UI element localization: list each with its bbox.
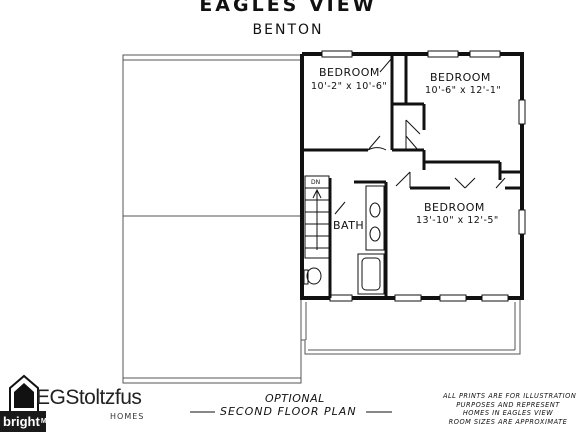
stair-label: DN (311, 179, 321, 186)
room-name-bath: BATH (333, 219, 365, 232)
disclaimer-line: HOMES IN EAGLES VIEW (462, 409, 554, 417)
windows (321, 50, 526, 302)
optional-label: OPTIONAL (265, 392, 325, 405)
builder-brand-sub: HOMES (110, 412, 145, 421)
disclaimer-line: ROOM SIZES ARE APPROXIMATE (448, 417, 568, 426)
room-dims-bedroom-2: 10'-6" x 12'-1" (425, 85, 502, 96)
bright-badge-sub: MLS (40, 418, 56, 425)
door-swings (334, 57, 506, 215)
bright-badge-label: bright (3, 414, 40, 429)
plan-subtitle: BENTON (252, 22, 324, 38)
builder-brand-name: EGStoltzfus (36, 386, 142, 409)
plan-title: EAGLES VIEW (199, 0, 377, 16)
room-name-bedroom-1: BEDROOM (319, 66, 380, 79)
plan-name-label: SECOND FLOOR PLAN (220, 405, 357, 418)
stairs (304, 175, 330, 259)
room-dims-bedroom-3: 13'-10" x 12'-5" (416, 215, 499, 226)
bath-fixtures (303, 185, 385, 295)
disclaimer-line: ALL PRINTS ARE FOR ILLUSTRATION (443, 392, 576, 400)
room-dims-bedroom-1: 10'-2" x 10'-6" (311, 81, 388, 92)
builder-logo-mark (9, 374, 39, 413)
room-name-bedroom-3: BEDROOM (424, 201, 485, 214)
disclaimer-line: PURPOSES AND REPRESENT (456, 400, 560, 409)
bright-mls-badge: brightMLS (0, 411, 56, 432)
disclaimer-text: ALL PRINTS ARE FOR ILLUSTRATION PURPOSES… (443, 392, 576, 426)
room-name-bedroom-2: BEDROOM (430, 71, 491, 84)
